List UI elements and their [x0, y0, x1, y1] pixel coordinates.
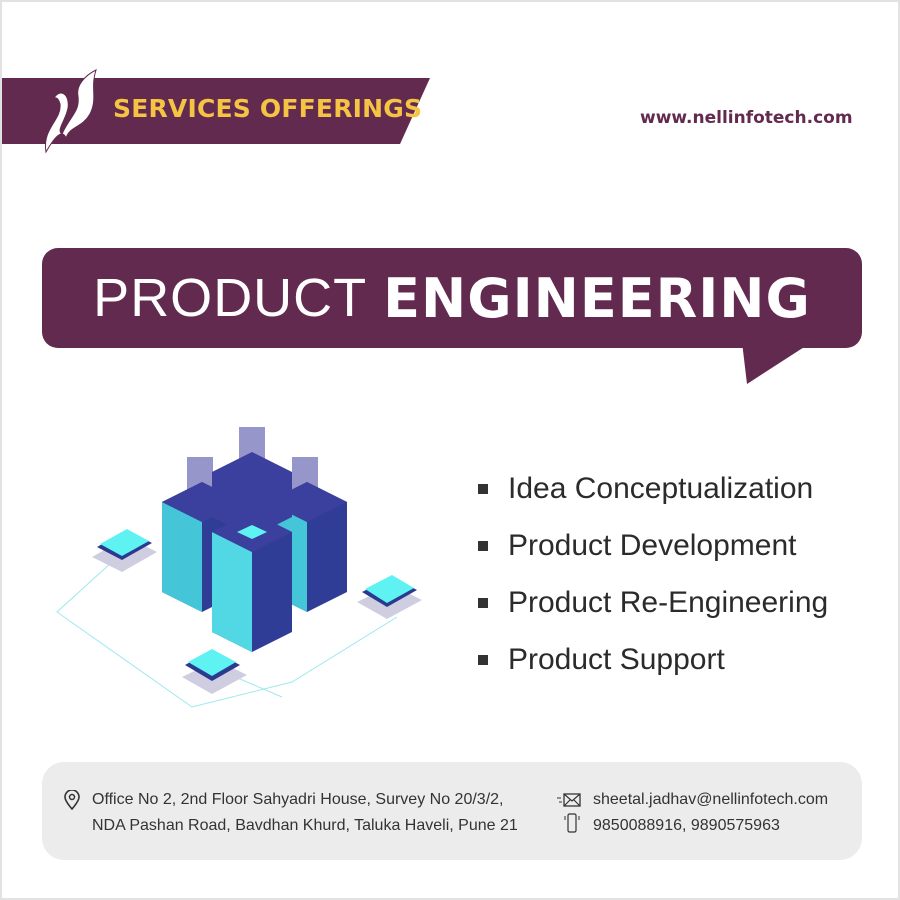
contact-footer — [42, 762, 862, 860]
list-item: Product Re-Engineering — [478, 574, 828, 631]
bullet-icon — [478, 597, 488, 608]
title-bold: ENGINEERING — [383, 266, 811, 330]
bullet-icon — [478, 540, 488, 551]
phone-numbers: 9850088916, 9890575963 — [593, 817, 780, 834]
nell-logo-icon — [45, 69, 97, 154]
service-label: Product Support — [508, 642, 725, 676]
phone-icon — [564, 813, 580, 833]
contact-info: sheetal.jadhav@nellinfotech.com 98500889… — [593, 787, 828, 839]
address: Office No 2, 2nd Floor Sahyadri House, S… — [92, 787, 518, 839]
service-label: Product Re-Engineering — [508, 585, 829, 619]
service-label: Idea Conceptualization — [508, 471, 814, 505]
website-link[interactable]: www.nellinfotech.com — [640, 108, 853, 128]
list-item: Product Development — [478, 517, 828, 574]
location-pin-icon — [64, 790, 80, 810]
server-illustration-icon — [56, 427, 422, 708]
email-link[interactable]: sheetal.jadhav@nellinfotech.com — [593, 791, 829, 808]
email-icon — [557, 793, 581, 807]
services-banner — [2, 78, 430, 144]
banner-label: SERVICES OFFERINGS — [113, 94, 423, 123]
bullet-icon — [478, 654, 488, 665]
speech-tail-icon — [742, 342, 812, 384]
address-line-2: NDA Pashan Road, Bavdhan Khurd, Taluka H… — [92, 817, 518, 834]
services-list: Idea Conceptualization Product Developme… — [478, 460, 828, 688]
list-item: Product Support — [478, 631, 828, 688]
bullet-icon — [478, 483, 488, 494]
service-label: Product Development — [508, 528, 797, 562]
list-item: Idea Conceptualization — [478, 460, 828, 517]
title-bubble — [42, 248, 862, 348]
page-title: PRODUCT ENGINEERING — [42, 248, 862, 348]
title-light: PRODUCT — [93, 268, 368, 328]
address-line-1: Office No 2, 2nd Floor Sahyadri House, S… — [92, 791, 504, 808]
